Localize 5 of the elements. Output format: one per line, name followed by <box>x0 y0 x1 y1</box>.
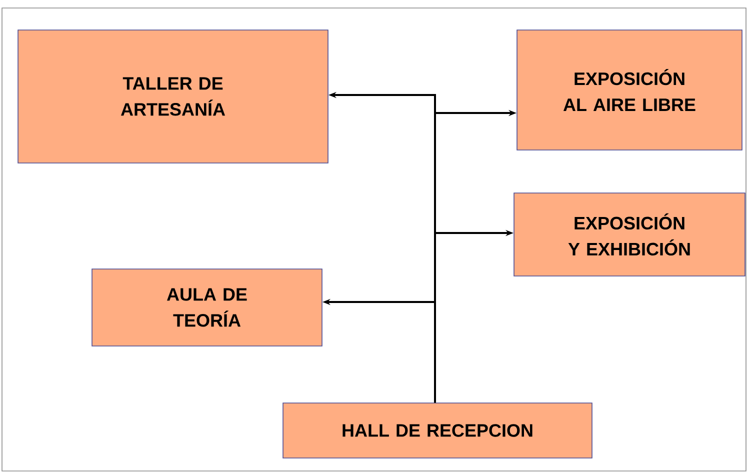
process-box: EXPOSICIÓN Y EXHIBICIÓN <box>514 192 746 276</box>
process-box: AULA DE TEORÍA <box>92 268 322 346</box>
process-box: TALLER DE ARTESANÍA <box>18 30 328 164</box>
process-box: EXPOSICIÓN AL AIRE LIBRE <box>516 30 742 150</box>
process-box: HALL DE RECEPCION <box>282 402 592 458</box>
